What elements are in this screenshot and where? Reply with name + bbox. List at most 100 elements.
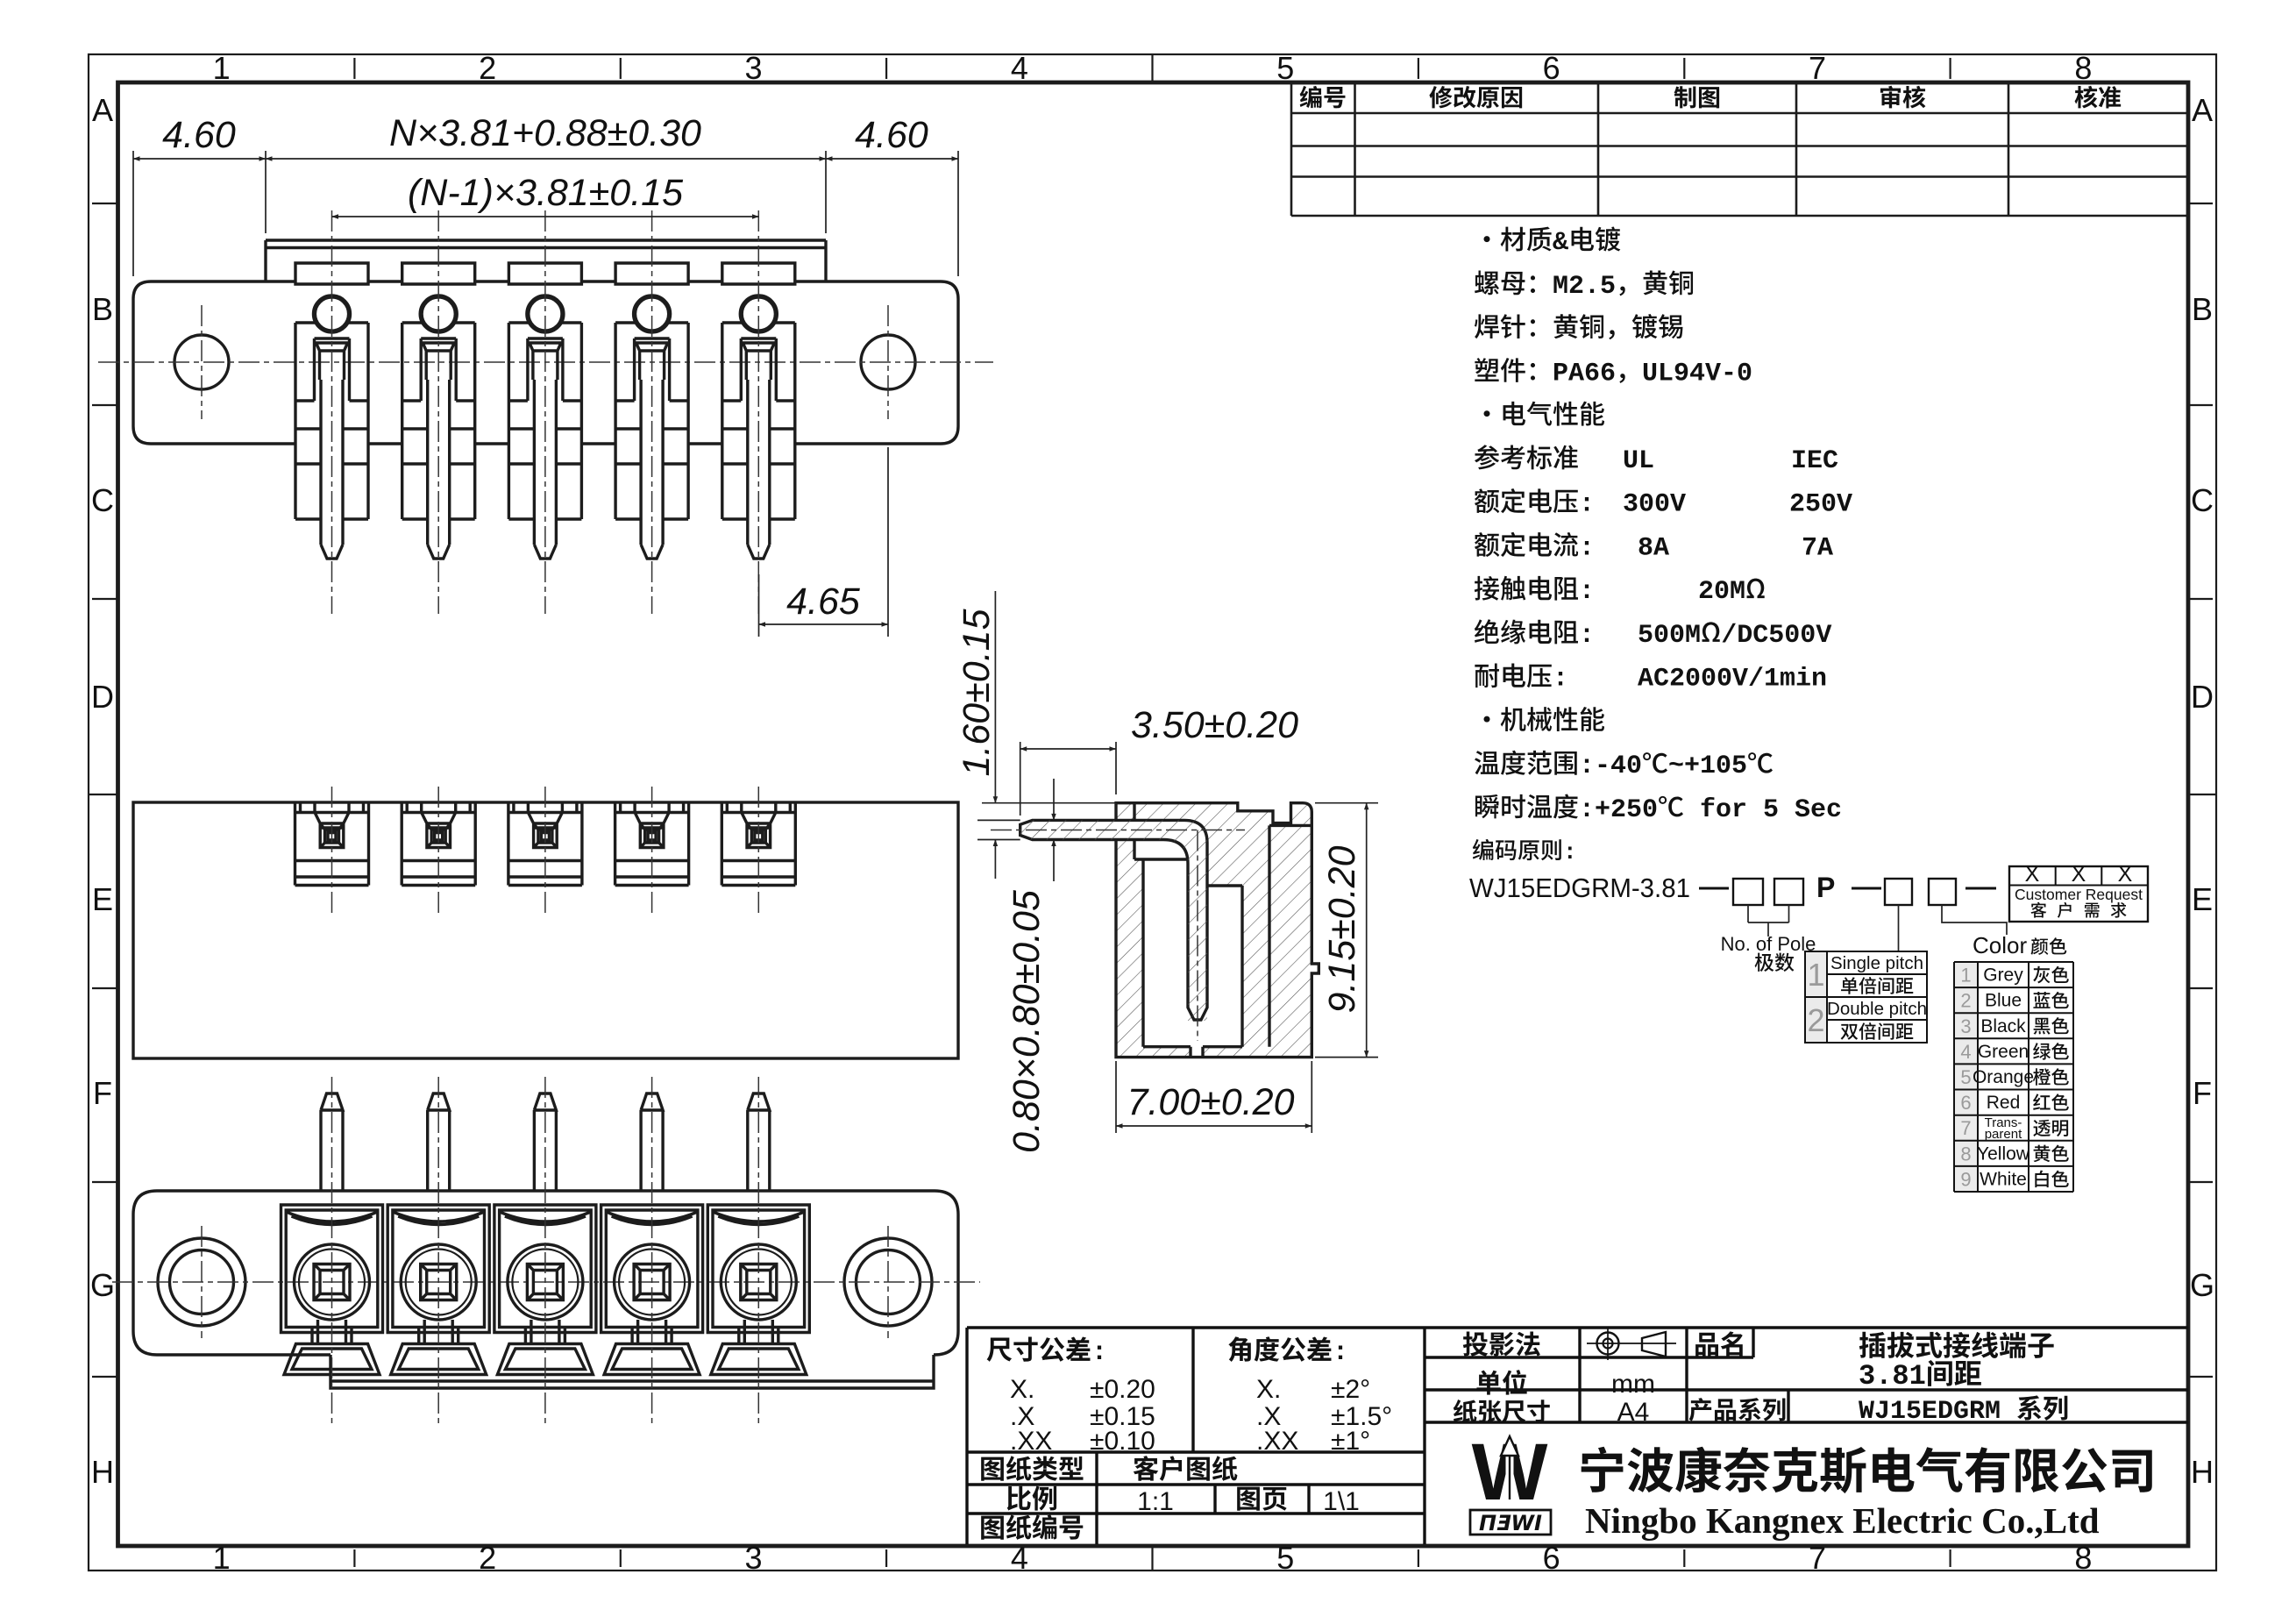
front-terminal-modules-g-path	[507, 261, 584, 560]
product-name-label-path	[1695, 1332, 1718, 1357]
spec-label-4-path	[1526, 401, 1553, 426]
spec-label-6-text: :	[1579, 490, 1595, 520]
zone-letter-right-G: G	[2190, 1267, 2214, 1303]
spec-label-6: :	[1474, 488, 1595, 520]
angle-tol-label-path	[1281, 1336, 1306, 1362]
bottom-view-g	[599, 1077, 705, 1426]
logo-sub: ΠƎWI	[1479, 1511, 1542, 1535]
color-zh-8-path	[2033, 1144, 2051, 1163]
revision-header-4	[2074, 85, 2122, 109]
spec-label-13-path	[1553, 794, 1578, 819]
spec-label-3-path	[1500, 358, 1525, 382]
spec-value1-10: AC2000V/1min	[1638, 665, 1827, 694]
color-zh-6-path	[2051, 1093, 2069, 1111]
dim-tol-label-path	[1040, 1336, 1065, 1362]
pitch-zh-2-path	[1859, 1022, 1877, 1040]
company-name-en: Ningbo Kangnex Electric Co.,Ltd	[1585, 1500, 2100, 1541]
pitch-num-2: 2	[1807, 1002, 1824, 1038]
color-zh-1	[2033, 965, 2069, 984]
unit-label-path	[1476, 1370, 1501, 1395]
top-view	[132, 787, 960, 1060]
spec-label-2-path	[1530, 319, 1536, 337]
spec-label-4-path	[1483, 410, 1490, 417]
customer-request-en: Customer Request	[2015, 886, 2143, 903]
color-zh-2-path	[2033, 991, 2051, 1008]
front-terminal-modules-g-path	[721, 261, 797, 560]
zone-letter-left-D: D	[91, 679, 114, 715]
zone-letter-right-F: F	[2193, 1075, 2212, 1111]
color-zh-4	[2033, 1043, 2069, 1060]
drawing-type-label-path	[981, 1457, 1004, 1481]
color-en-8: Yellow	[1977, 1143, 2030, 1164]
spec-label-9-text: :	[1579, 621, 1595, 651]
spec-value1-8: 20M	[1698, 577, 1765, 607]
revision-header-1-path	[1454, 86, 1476, 109]
zone-letter-right-B: B	[2192, 291, 2213, 327]
scale-label-path	[1006, 1485, 1031, 1511]
color-zh-4-path	[2051, 1043, 2069, 1060]
ordering-pole-label-zh-path	[1754, 952, 1774, 972]
ordering-pole-label-zh-path	[1774, 952, 1795, 972]
company-name-zh-path	[1627, 1447, 1674, 1493]
spec-label-2-path	[1500, 314, 1525, 339]
spec-value1-6-text: 300V	[1623, 490, 1686, 520]
spec-label-1-text: M2.5	[1553, 272, 1616, 302]
zone-number-bottom-2: 2	[479, 1540, 496, 1576]
ordering-section-path	[2009, 866, 2148, 887]
tolerance-rows: X.±0.20.X±0.15.XX±0.10X.±2°.X±1.5°.XX±1°	[1010, 1375, 1392, 1456]
pitch-zh-1	[1841, 977, 1914, 994]
spec-label-12-path	[1554, 751, 1577, 775]
spec-label-13-path	[1659, 795, 1684, 817]
spec-label-0: &	[1483, 226, 1621, 258]
spec-value1-7: 8A	[1638, 533, 1669, 563]
spec-label-2-path	[1553, 314, 1578, 339]
color-num-4: 4	[1960, 1041, 1971, 1063]
ordering-section-rect	[1954, 962, 1978, 1192]
spec-label-13-text: for	[1700, 795, 1747, 825]
revision-header-2	[1674, 86, 1720, 109]
company-name-zh	[1581, 1446, 2152, 1494]
top-view-g	[720, 787, 797, 917]
bottom-view-path	[329, 1355, 935, 1390]
spec-label-2-path	[1609, 330, 1615, 340]
pitch-zh-2-path	[1840, 1023, 1859, 1040]
color-title-zh	[2030, 937, 2067, 955]
spec-value1-10-text: AC2000V/1min	[1638, 665, 1827, 694]
color-num-7: 7	[1960, 1117, 1971, 1139]
dim-front-hole-offset: 4.65	[786, 581, 861, 623]
customer-request-zh-path	[2084, 902, 2100, 918]
pitch-en-1: Single pitch	[1830, 953, 1923, 973]
spec-value2-7: 7A	[1802, 533, 1833, 563]
front-view-dimensions-path	[132, 151, 959, 637]
zone-number-bottom-6: 6	[1543, 1540, 1560, 1576]
spec-label-13-text: :+250	[1579, 795, 1658, 825]
spec-label-3-path	[1530, 362, 1536, 381]
color-table-grid	[1953, 961, 2074, 1193]
spec-label-10-path	[1503, 663, 1526, 687]
drawing-no-label	[981, 1514, 1084, 1540]
product-name-line2-path	[1954, 1361, 1981, 1385]
product-name-line1-path	[1887, 1331, 1915, 1358]
spec-label-7: :	[1474, 531, 1595, 563]
spec-label-12-path	[1748, 752, 1774, 773]
spec-label-2	[1474, 314, 1683, 340]
ordering-title-path	[1472, 838, 1494, 860]
spec-label-8-text: :	[1579, 577, 1595, 607]
dim-tol-label-text: :	[1091, 1338, 1107, 1368]
spec-label-11-path	[1526, 707, 1553, 731]
product-name-line1-path	[1999, 1331, 2026, 1358]
zone-number-bottom-4: 4	[1011, 1540, 1028, 1576]
angle-tol-val-0: ±2°	[1331, 1375, 1370, 1404]
drawing-type-value-path	[1133, 1456, 1159, 1481]
color-en-5: Orange	[1973, 1067, 2034, 1087]
spec-label-4	[1483, 401, 1605, 426]
spec-label-0-path	[1500, 226, 1525, 252]
revision-table-grid	[1290, 82, 2190, 217]
ordering-box-pole-ones	[1773, 877, 1805, 907]
spec-label-9-path	[1554, 620, 1578, 645]
